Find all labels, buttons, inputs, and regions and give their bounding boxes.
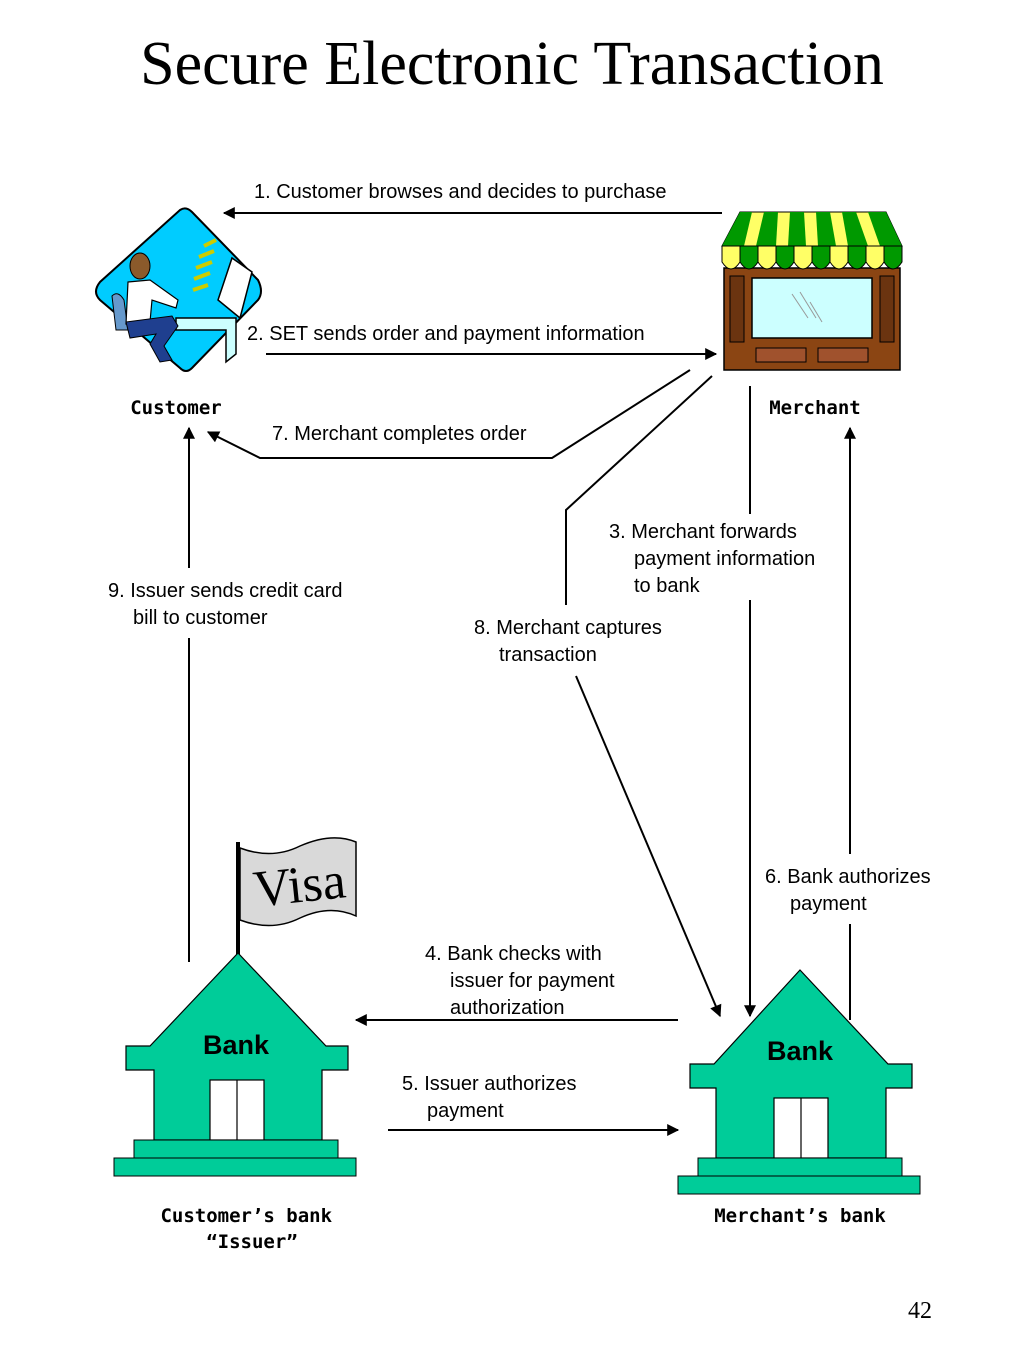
step-9-label: 9. Issuer sends credit card bill to cust… [108,580,348,629]
step-6-label: 6. Bank authorizes payment [765,866,936,915]
customer-computer-icon [95,207,262,372]
customer-bank-building: Visa Bank [113,837,357,1177]
step-1-label: 1. Customer browses and decides to purch… [254,181,666,203]
step-5-label: 5. Issuer authorizes payment [402,1073,582,1122]
page-title: Secure Electronic Transaction [140,30,884,98]
merchant-store-icon [721,211,903,371]
customer-bank-sign: Bank [203,1030,270,1060]
customer-bank-label: Customer’s bank “Issuer” [160,1205,343,1253]
arrow-7-complete-order [206,369,691,459]
visa-flag-text: Visa [251,852,349,918]
step-4-label: 4. Bank checks with issuer for payment a… [425,943,620,1019]
step-3-label: 3. Merchant forwards payment information… [609,521,821,597]
merchant-bank-label: Merchant’s bank [714,1205,886,1227]
arrow-8-capture [575,675,722,1018]
step-7-label: 7. Merchant completes order [272,423,527,445]
visa-flag [239,837,357,927]
step-8-label: 8. Merchant captures transaction [474,617,667,666]
merchant-bank-sign: Bank [767,1036,834,1066]
page-number: 42 [908,1298,932,1324]
line-8-capture-top [565,375,713,605]
merchant-label: Merchant [769,397,861,419]
merchant-bank-building: Bank [677,969,921,1195]
step-2-label: 2. SET sends order and payment informati… [247,323,645,345]
customer-label: Customer [130,397,222,419]
